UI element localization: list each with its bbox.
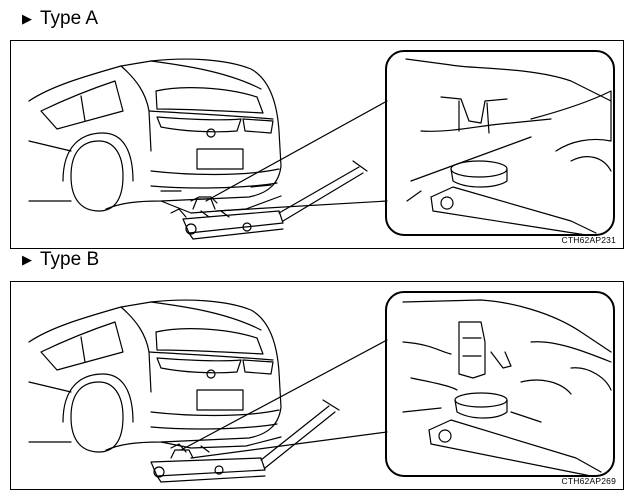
car-jack-illustration-b bbox=[28, 291, 615, 483]
section-a-heading: ▶ Type A bbox=[22, 6, 98, 30]
figure-code: CTH62AP269 bbox=[561, 476, 616, 486]
car-jack-illustration-a bbox=[28, 50, 615, 240]
right-triangle-icon: ▶ bbox=[22, 251, 32, 267]
callout-lines bbox=[205, 100, 388, 212]
figure-type-b: CTH62AP269 bbox=[10, 281, 624, 490]
callout-lines bbox=[180, 339, 388, 459]
figure-type-a: CTH62AP231 bbox=[10, 40, 624, 249]
figure-code: CTH62AP231 bbox=[561, 235, 616, 245]
floor-jack bbox=[150, 399, 340, 483]
right-triangle-icon: ▶ bbox=[22, 10, 32, 26]
section-b-title: Type B bbox=[40, 248, 100, 270]
floor-jack bbox=[182, 160, 368, 240]
detail-inset bbox=[385, 50, 615, 236]
section-a-title: Type A bbox=[40, 7, 99, 29]
detail-inset bbox=[385, 291, 615, 477]
car-rear-view bbox=[28, 299, 282, 453]
section-b-heading: ▶ Type B bbox=[22, 247, 99, 271]
car-rear-view bbox=[28, 58, 282, 218]
